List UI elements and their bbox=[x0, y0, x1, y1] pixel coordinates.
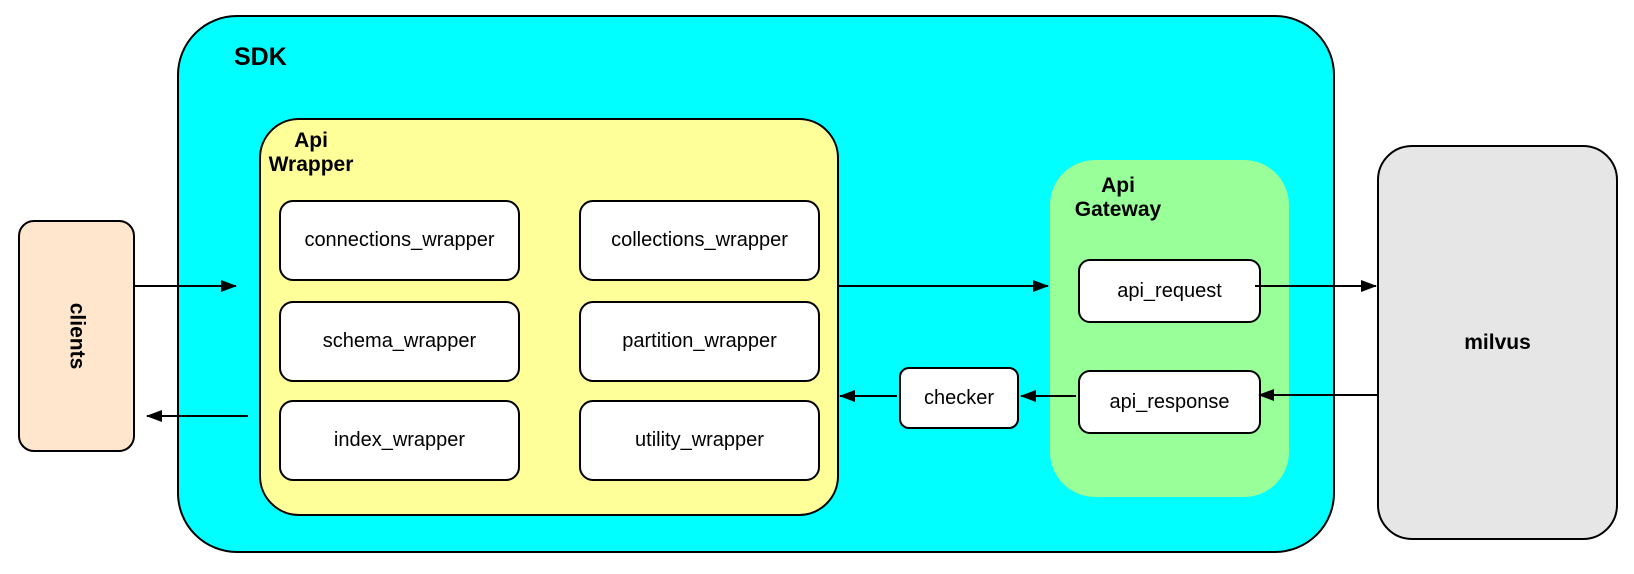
node-checker: checker bbox=[899, 367, 1019, 429]
node-api-wrapper: Api Wrapper connections_wrapper collecti… bbox=[259, 118, 839, 516]
node-partition-wrapper: partition_wrapper bbox=[579, 301, 820, 382]
api-wrapper-label-line1: Api bbox=[294, 129, 328, 152]
api-wrapper-label: Api Wrapper bbox=[261, 129, 361, 177]
node-sdk: SDK Api Wrapper connections_wrapper coll… bbox=[177, 15, 1335, 553]
node-schema-wrapper: schema_wrapper bbox=[279, 301, 520, 382]
node-clients: clients bbox=[18, 220, 135, 452]
node-api-gateway: Api Gateway api_request api_response bbox=[1050, 160, 1289, 497]
api-gateway-label-line2: Gateway bbox=[1074, 198, 1162, 222]
node-milvus: milvus bbox=[1377, 145, 1618, 540]
node-api-request: api_request bbox=[1078, 259, 1261, 323]
sdk-label: SDK bbox=[234, 43, 287, 71]
node-api-response: api_response bbox=[1078, 370, 1261, 434]
api-gateway-label: Api Gateway bbox=[1070, 174, 1166, 222]
node-index-wrapper: index_wrapper bbox=[279, 400, 520, 481]
api-gateway-label-line1: Api bbox=[1101, 174, 1135, 197]
node-utility-wrapper: utility_wrapper bbox=[579, 400, 820, 481]
node-collections-wrapper: collections_wrapper bbox=[579, 200, 820, 281]
node-connections-wrapper: connections_wrapper bbox=[279, 200, 520, 281]
clients-label: clients bbox=[65, 302, 89, 370]
api-wrapper-label-line2: Wrapper bbox=[268, 153, 354, 177]
